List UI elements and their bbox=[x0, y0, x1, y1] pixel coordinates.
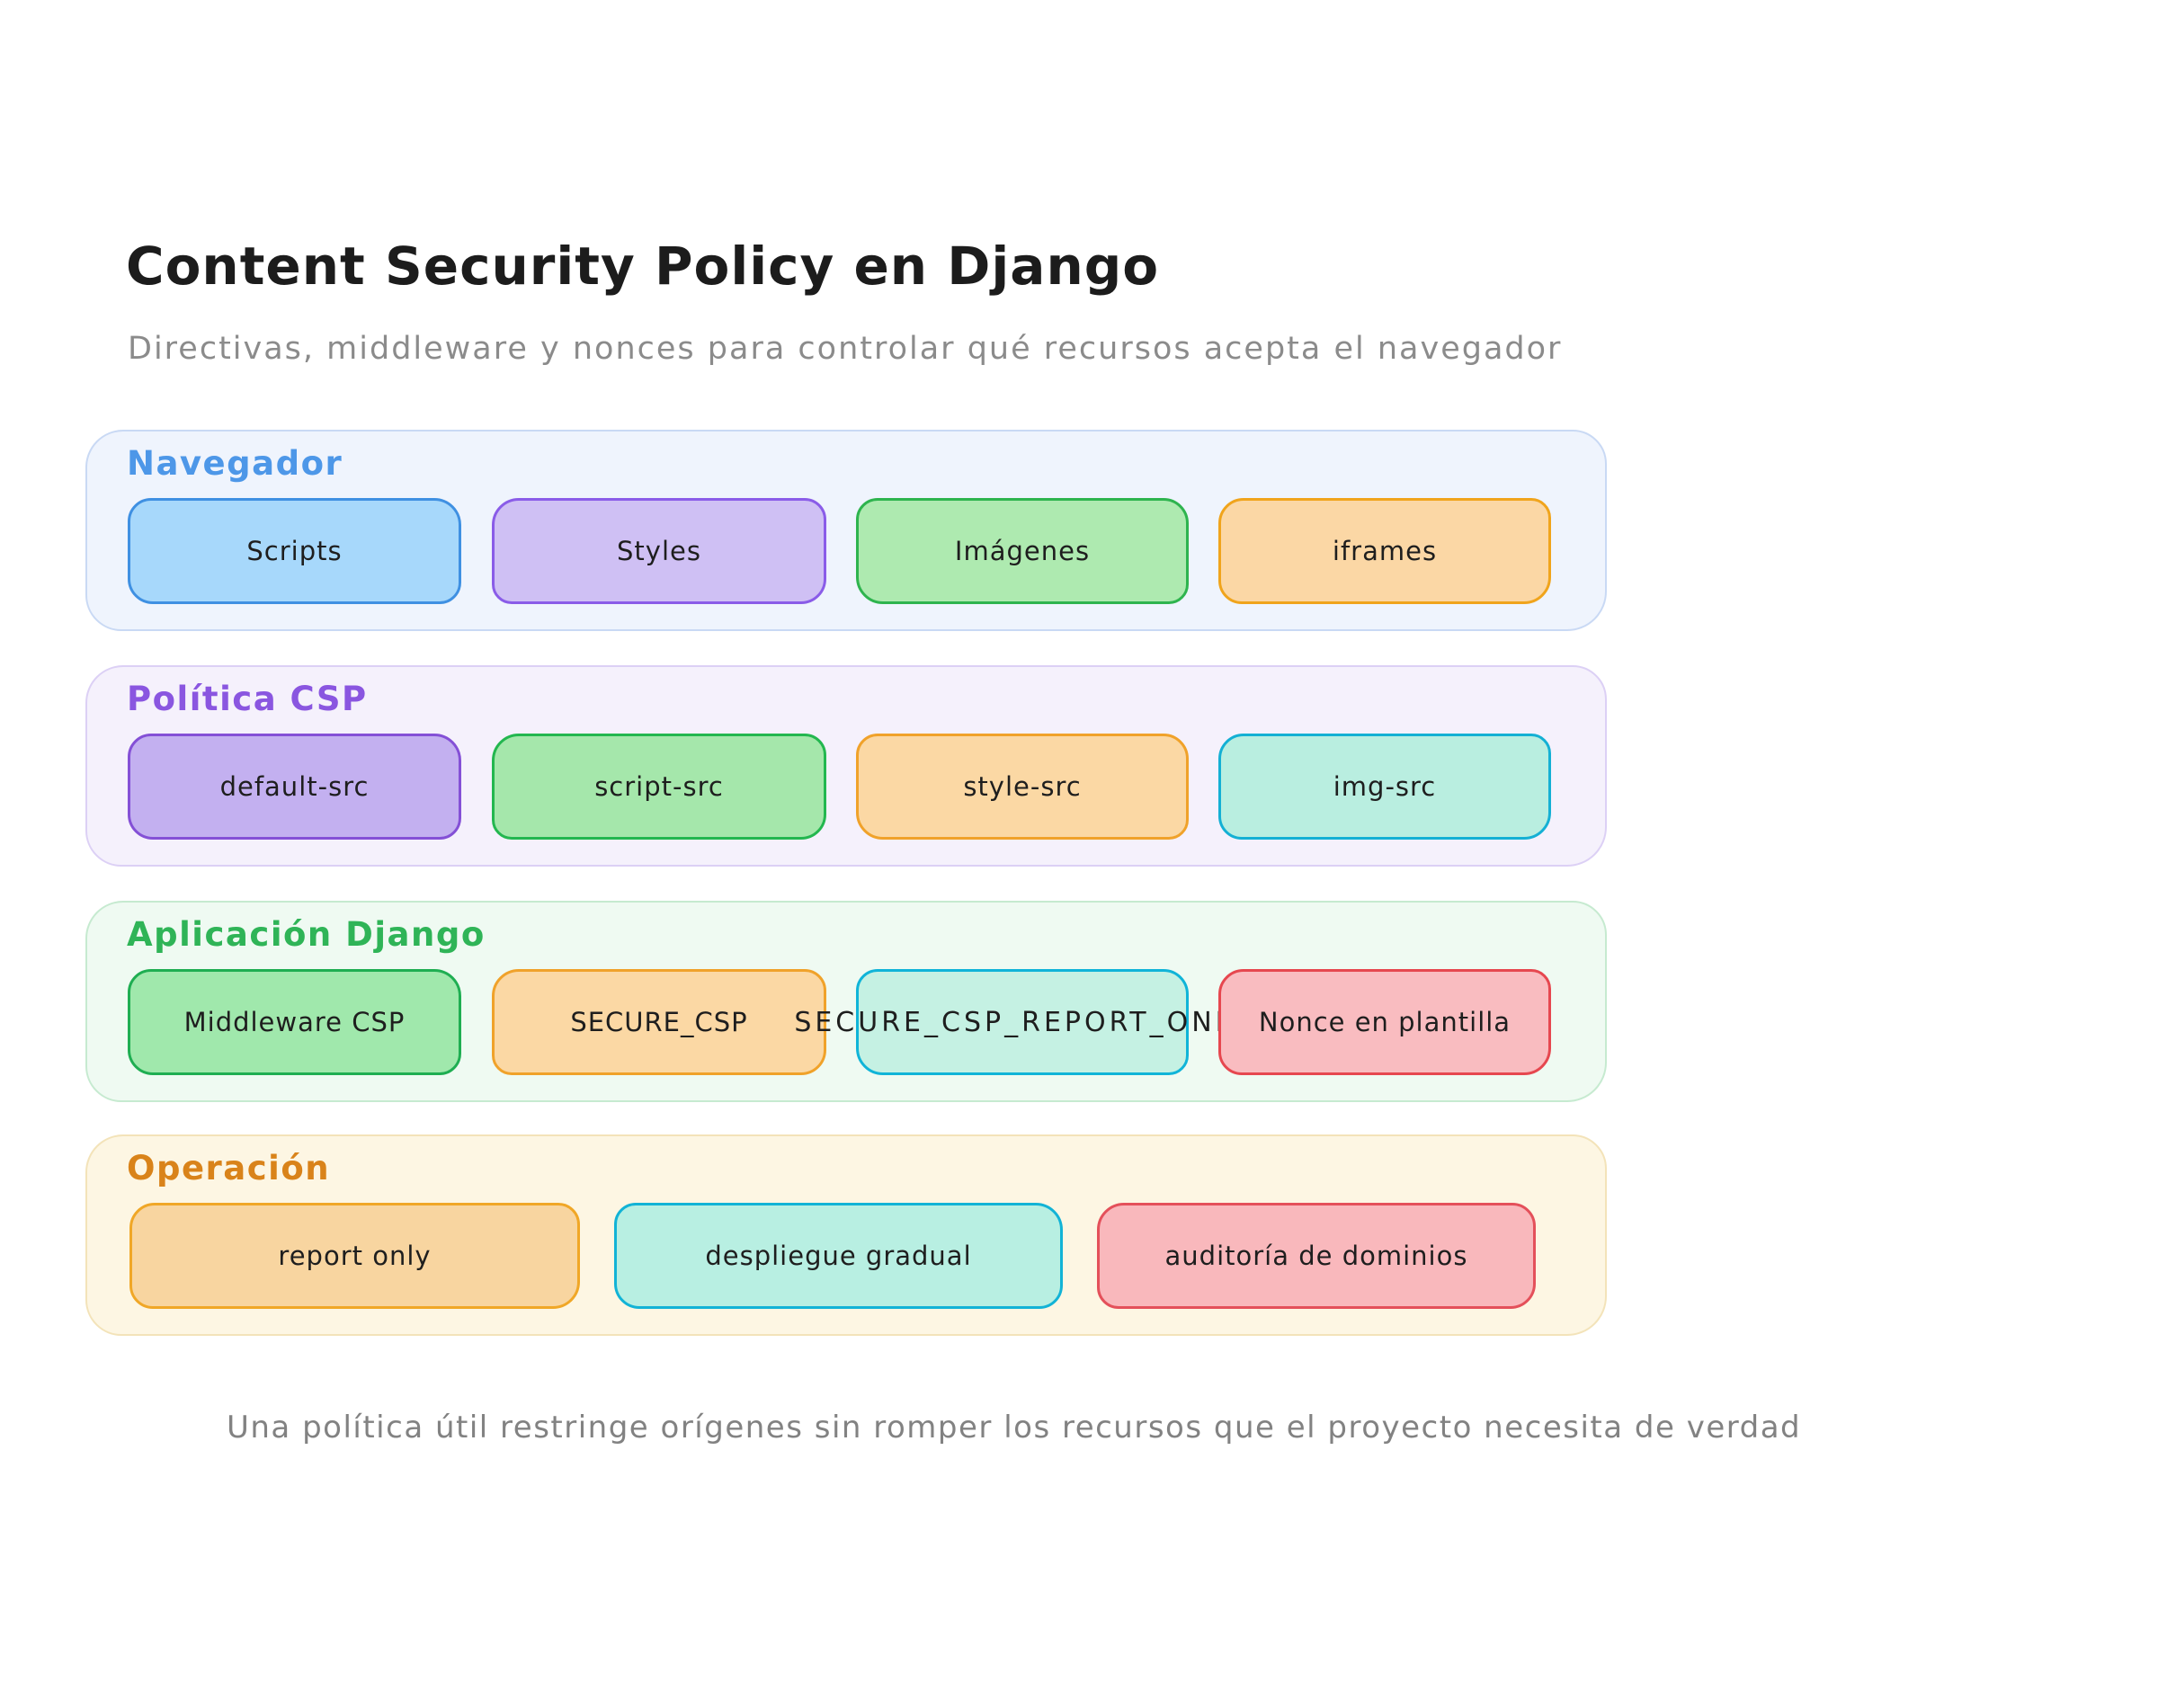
node-label: despliegue gradual bbox=[705, 1241, 972, 1271]
node-label: auditoría de dominios bbox=[1164, 1241, 1468, 1271]
node-label: Nonce en plantilla bbox=[1258, 1007, 1511, 1037]
section-navegador: Navegador Scripts Styles Imágenes iframe… bbox=[85, 430, 1607, 631]
node-style-src: style-src bbox=[856, 734, 1189, 840]
node-label: SECURE_CSP_REPORT_ONLY bbox=[794, 1006, 1251, 1038]
section-operacion: Operación report only despliegue gradual… bbox=[85, 1134, 1607, 1336]
section-label-navegador: Navegador bbox=[127, 444, 343, 483]
node-label: img-src bbox=[1333, 771, 1437, 802]
section-label-politica-csp: Política CSP bbox=[127, 680, 368, 718]
node-label: Middleware CSP bbox=[183, 1007, 406, 1037]
node-img-src: img-src bbox=[1218, 734, 1551, 840]
node-scripts: Scripts bbox=[128, 498, 461, 604]
section-politica-csp: Política CSP default-src script-src styl… bbox=[85, 665, 1607, 867]
node-label: iframes bbox=[1332, 536, 1438, 566]
section-label-aplicacion-django: Aplicación Django bbox=[127, 915, 486, 954]
node-label: default-src bbox=[219, 771, 370, 802]
node-report-only: report only bbox=[129, 1203, 580, 1309]
node-label: Scripts bbox=[246, 536, 343, 566]
node-auditoria-de-dominios: auditoría de dominios bbox=[1097, 1203, 1536, 1309]
node-despliegue-gradual: despliegue gradual bbox=[614, 1203, 1063, 1309]
node-label: style-src bbox=[963, 771, 1082, 802]
node-label: Imágenes bbox=[954, 536, 1091, 566]
section-label-operacion: Operación bbox=[127, 1149, 331, 1188]
node-nonce-en-plantilla: Nonce en plantilla bbox=[1218, 969, 1551, 1075]
node-secure-csp-report-only: SECURE_CSP_REPORT_ONLY bbox=[794, 969, 1247, 1075]
node-script-src: script-src bbox=[492, 734, 826, 840]
node-middleware-csp: Middleware CSP bbox=[128, 969, 461, 1075]
node-label: SECURE_CSP bbox=[570, 1007, 748, 1037]
page-title: Content Security Policy en Django bbox=[126, 236, 1160, 297]
node-label: script-src bbox=[594, 771, 724, 802]
node-imagenes: Imágenes bbox=[856, 498, 1189, 604]
node-secure-csp: SECURE_CSP bbox=[492, 969, 826, 1075]
node-label: Styles bbox=[617, 536, 701, 566]
footer-note: Una política útil restringe orígenes sin… bbox=[227, 1410, 1802, 1446]
node-styles: Styles bbox=[492, 498, 826, 604]
node-default-src: default-src bbox=[128, 734, 461, 840]
node-label: report only bbox=[278, 1241, 432, 1271]
section-aplicacion-django: Aplicación Django Middleware CSP SECURE_… bbox=[85, 901, 1607, 1102]
page-subtitle: Directivas, middleware y nonces para con… bbox=[128, 331, 1563, 367]
node-iframes: iframes bbox=[1218, 498, 1551, 604]
